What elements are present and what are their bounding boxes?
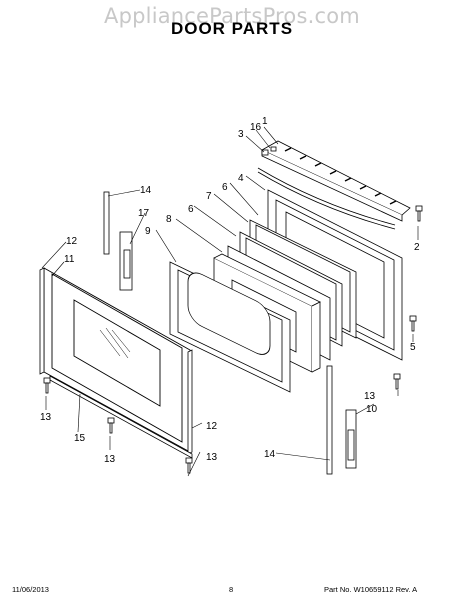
callout-9: 9	[145, 226, 151, 237]
callout-12a: 12	[66, 236, 78, 247]
callout-5: 5	[410, 342, 416, 353]
callout-12b: 12	[206, 421, 218, 432]
footer-date: 11/06/2013	[12, 585, 49, 594]
footer-page-number: 8	[229, 585, 234, 594]
inner-door-frame	[169, 261, 291, 393]
callout-10: 10	[366, 404, 378, 415]
watermark: AppliancePartsPros.com	[104, 4, 360, 28]
side-trim	[39, 267, 193, 455]
hinge-rod	[103, 191, 333, 475]
callout-14b: 14	[264, 449, 276, 460]
callout-13d: 13	[364, 391, 376, 402]
vent-trim-part	[261, 140, 411, 222]
door-frame-top	[257, 167, 396, 230]
screw	[43, 205, 423, 474]
footer-part-number: Part No. W10659112 Rev. A	[324, 585, 418, 594]
callout-13b: 13	[104, 454, 116, 465]
clip-part	[261, 146, 277, 156]
callout-17: 17	[138, 208, 150, 219]
callout-2: 2	[414, 242, 420, 253]
hinge	[119, 231, 357, 469]
callout-8: 8	[166, 214, 172, 225]
callout-6b: 6	[188, 204, 194, 215]
callout-4: 4	[238, 173, 244, 184]
outer-door-panel	[43, 267, 191, 453]
leader-lines	[41, 126, 419, 477]
callout-1: 1	[262, 116, 268, 127]
callout-16: 16	[250, 122, 262, 133]
page-title: DOOR PARTS	[170, 19, 294, 38]
callout-7: 7	[206, 191, 212, 202]
callout-11: 11	[64, 254, 75, 265]
callout-13c: 13	[206, 452, 218, 463]
callout-15: 15	[74, 433, 86, 444]
callout-13a: 13	[40, 412, 52, 423]
callout-3: 3	[238, 129, 244, 140]
callout-14a: 14	[140, 185, 152, 196]
callout-6a: 6	[222, 182, 228, 193]
